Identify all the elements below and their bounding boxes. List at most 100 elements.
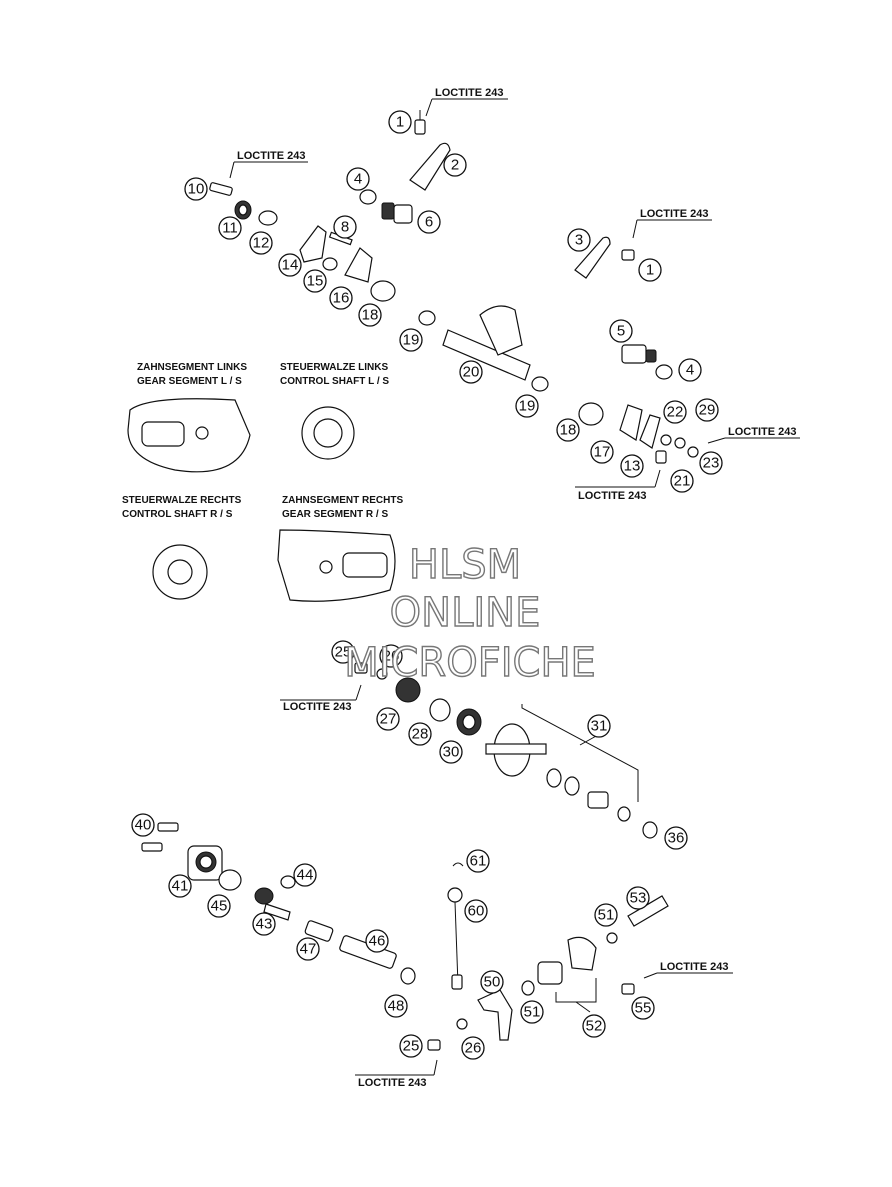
callout-8: 8 xyxy=(333,215,357,239)
pin-part xyxy=(627,895,669,927)
callout-17: 17 xyxy=(590,440,614,464)
screw-part xyxy=(354,662,368,674)
svg-text:13: 13 xyxy=(624,458,641,475)
bearing-part xyxy=(429,698,451,722)
washer-part xyxy=(546,768,562,788)
loctite-label: LOCTITE 243 xyxy=(358,1077,426,1089)
callout-18: 18 xyxy=(358,303,382,327)
callout-28: 28 xyxy=(408,722,432,746)
callout-44: 44 xyxy=(293,863,317,887)
callout-60: 60 xyxy=(464,899,488,923)
gear-segment-right-inset xyxy=(277,529,396,602)
svg-text:53: 53 xyxy=(630,890,647,907)
callout-26: 26 xyxy=(461,1036,485,1060)
screw-part xyxy=(141,842,163,852)
caption-gear-segment-left-line2: GEAR SEGMENT L / S xyxy=(137,376,242,387)
svg-text:46: 46 xyxy=(369,933,386,950)
svg-text:25: 25 xyxy=(403,1038,420,1055)
svg-text:16: 16 xyxy=(333,290,350,307)
clip-part xyxy=(452,862,464,867)
watermark-line3: MICROFICHE xyxy=(344,640,596,686)
control-shaft-part xyxy=(442,305,531,381)
callout-22: 22 xyxy=(663,400,687,424)
callout-19: 19 xyxy=(515,394,539,418)
svg-text:11: 11 xyxy=(222,220,238,237)
callout-5: 5 xyxy=(609,319,633,343)
svg-text:6: 6 xyxy=(425,214,433,231)
caption-gear-segment-right-line1: ZAHNSEGMENT RECHTS xyxy=(282,495,403,506)
clip-part xyxy=(258,210,278,226)
watermark-line1: HLSM xyxy=(409,542,521,588)
callout-29: 29 xyxy=(695,398,719,422)
callout-1: 1 xyxy=(638,258,662,282)
svg-text:4: 4 xyxy=(686,362,694,379)
shift-fork-part xyxy=(477,989,513,1041)
svg-text:3: 3 xyxy=(575,232,583,249)
gear-segment-part xyxy=(619,404,643,441)
cover-part xyxy=(187,845,223,881)
callout-51: 51 xyxy=(594,903,618,927)
gear-segment-left-inset xyxy=(127,398,251,473)
shift-lever-part xyxy=(567,936,597,971)
o-ring-part xyxy=(418,310,436,326)
caption-control-shaft-left-line2: CONTROL SHAFT L / S xyxy=(280,376,389,387)
svg-text:17: 17 xyxy=(594,444,611,461)
svg-text:12: 12 xyxy=(253,235,270,252)
screw-part xyxy=(427,1039,441,1051)
callout-21: 21 xyxy=(670,469,694,493)
svg-text:31: 31 xyxy=(591,718,608,735)
lever-part xyxy=(574,236,611,279)
callout-10: 10 xyxy=(184,177,208,201)
callout-25: 25 xyxy=(399,1034,423,1058)
control-shaft-left-inset xyxy=(301,406,355,460)
svg-text:22: 22 xyxy=(667,404,684,421)
clip-part xyxy=(400,967,416,985)
svg-text:47: 47 xyxy=(300,941,317,958)
callout-14: 14 xyxy=(278,253,302,277)
roller-part xyxy=(537,961,563,985)
callout-61: 61 xyxy=(466,849,490,873)
svg-text:43: 43 xyxy=(256,916,273,933)
svg-text:19: 19 xyxy=(519,398,536,415)
svg-text:50: 50 xyxy=(484,974,501,991)
shift-rod-part xyxy=(447,887,463,990)
washer-part xyxy=(606,932,618,944)
caption-gear-segment-left-line1: ZAHNSEGMENT LINKS xyxy=(137,362,247,373)
washer-part xyxy=(564,776,580,796)
callout-13: 13 xyxy=(620,454,644,478)
caption-control-shaft-left-line1: STEUERWALZE LINKS xyxy=(280,362,388,373)
svg-text:27: 27 xyxy=(380,711,397,728)
svg-text:19: 19 xyxy=(403,332,420,349)
bushing-part xyxy=(370,280,396,302)
plate-part xyxy=(299,225,327,263)
screw-part xyxy=(621,983,635,995)
bushing-part xyxy=(578,402,604,426)
nut-part xyxy=(687,446,699,458)
callout-25: 25 xyxy=(331,640,355,664)
callout-15: 15 xyxy=(303,269,327,293)
svg-text:48: 48 xyxy=(388,998,405,1015)
washer-part xyxy=(642,821,658,839)
washer-part xyxy=(322,257,338,271)
o-ring-part xyxy=(531,376,549,392)
plate-part xyxy=(639,414,661,449)
svg-text:1: 1 xyxy=(646,262,654,279)
callout-19: 19 xyxy=(399,328,423,352)
svg-text:18: 18 xyxy=(362,307,379,324)
callout-47: 47 xyxy=(296,937,320,961)
svg-text:23: 23 xyxy=(703,455,720,472)
svg-text:45: 45 xyxy=(211,898,228,915)
watermark: HLSM ONLINE MICROFICHE xyxy=(343,541,596,686)
callout-12: 12 xyxy=(249,231,273,255)
washer-part xyxy=(660,434,672,446)
callout-50: 50 xyxy=(480,970,504,994)
caption-control-shaft-right-line2: CONTROL SHAFT R / S xyxy=(122,509,233,520)
svg-text:28: 28 xyxy=(412,726,429,743)
screw-part xyxy=(655,450,667,464)
sleeve-part xyxy=(587,791,609,809)
gear-segment-part xyxy=(344,247,373,283)
loctite-label: LOCTITE 243 xyxy=(283,701,351,713)
svg-text:61: 61 xyxy=(470,853,487,870)
svg-text:44: 44 xyxy=(297,867,314,884)
